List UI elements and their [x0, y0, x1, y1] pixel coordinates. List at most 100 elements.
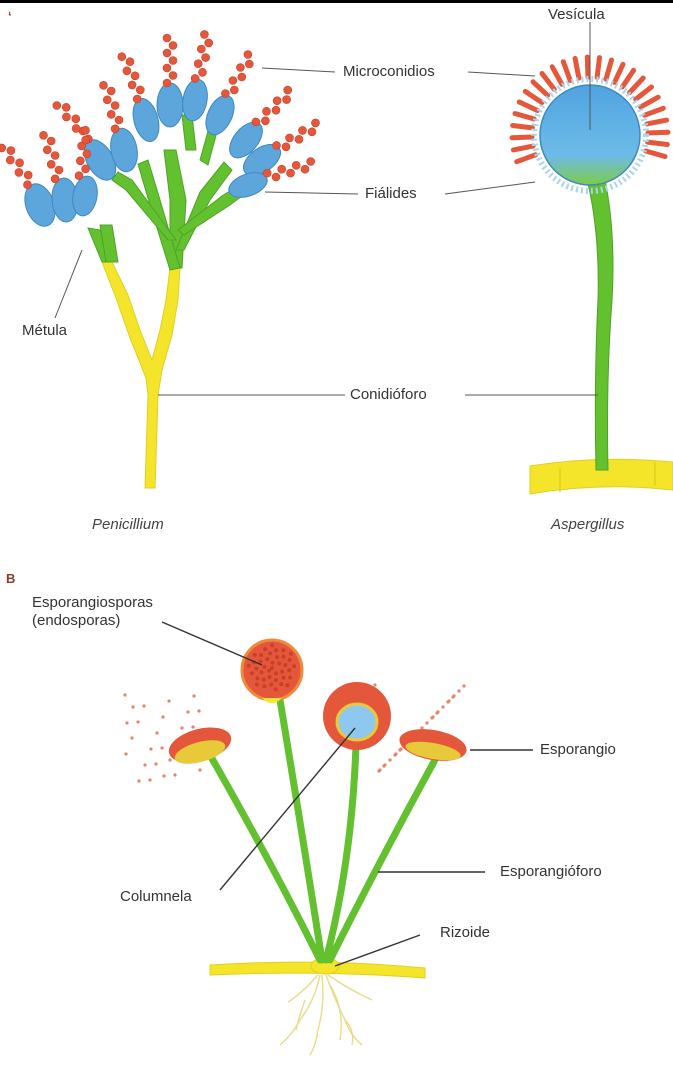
- endospore: [274, 648, 278, 652]
- microconidium: [299, 126, 307, 134]
- microconidium: [82, 165, 90, 173]
- endospore: [271, 661, 275, 665]
- conidia-chain: [575, 58, 579, 78]
- floating-spore: [180, 726, 183, 729]
- endospore: [250, 671, 254, 675]
- conidia-chain: [563, 62, 570, 81]
- microconidium: [107, 87, 115, 95]
- conidia-chain: [525, 91, 542, 102]
- endospore: [287, 668, 291, 672]
- endospore: [283, 663, 287, 667]
- floating-spore: [430, 716, 433, 719]
- floating-spore: [425, 721, 428, 724]
- microconidium: [123, 67, 131, 75]
- microconidium: [111, 125, 119, 133]
- microconidium: [16, 159, 24, 167]
- endospore: [259, 659, 263, 663]
- label-metula: Métula: [22, 322, 67, 340]
- rhizoids: [280, 975, 372, 1055]
- endospore: [281, 655, 285, 659]
- microconidium: [126, 58, 134, 66]
- label-conidioforo: Conidióforo: [350, 386, 427, 404]
- floating-spore: [462, 684, 465, 687]
- microconidium: [169, 42, 177, 50]
- floating-spore: [377, 769, 380, 772]
- conidia-chain: [647, 120, 667, 124]
- floating-spore: [125, 721, 128, 724]
- microconidium: [163, 64, 171, 72]
- microconidium: [107, 110, 115, 118]
- conidia-chain: [513, 146, 533, 150]
- microconidium: [236, 64, 244, 72]
- conidia-chain: [533, 82, 548, 96]
- floating-spore: [192, 694, 195, 697]
- floating-spore: [137, 779, 140, 782]
- microconidium: [6, 156, 14, 164]
- endospore: [288, 676, 292, 680]
- label-aspergillus: Aspergillus: [551, 516, 624, 534]
- floating-spore: [393, 753, 396, 756]
- label-fialides: Fiálides: [365, 185, 417, 203]
- floating-spore: [451, 695, 454, 698]
- microconidium: [163, 34, 171, 42]
- microconidium: [292, 161, 300, 169]
- floating-spore: [441, 705, 444, 708]
- microconidium: [261, 117, 269, 125]
- endospore: [268, 651, 272, 655]
- microconidium: [252, 118, 260, 126]
- sporangium-left: [165, 721, 235, 768]
- sporangium-right: [397, 724, 469, 765]
- endospore: [277, 661, 281, 665]
- floating-spore: [131, 705, 134, 708]
- microconidium: [263, 169, 271, 177]
- floating-spore: [173, 773, 176, 776]
- microconidium: [62, 113, 70, 121]
- microconidium: [272, 173, 280, 181]
- microconidium: [301, 165, 309, 173]
- floating-spore: [161, 715, 164, 718]
- microconidium: [100, 81, 108, 89]
- microconidium: [163, 49, 171, 57]
- microconidium: [191, 74, 199, 82]
- microconidium: [245, 60, 253, 68]
- microconidium: [76, 157, 84, 165]
- microconidium: [82, 136, 90, 144]
- microconidium: [284, 86, 292, 94]
- microconidium: [133, 95, 141, 103]
- endospore: [262, 678, 266, 682]
- conidia-chain: [552, 67, 562, 85]
- microconidium: [238, 73, 246, 81]
- microconidium: [24, 171, 32, 179]
- conidia-chain: [513, 126, 533, 128]
- floating-spore: [148, 778, 151, 781]
- conidia-chain: [648, 132, 668, 133]
- microconidium: [47, 160, 55, 168]
- endospore: [279, 682, 283, 686]
- conidia-chain: [519, 102, 537, 111]
- floating-spore: [160, 746, 163, 749]
- microconidium: [197, 45, 205, 53]
- floating-spore: [143, 763, 146, 766]
- floating-spore: [457, 689, 460, 692]
- microconidium: [24, 181, 32, 189]
- microconidium: [131, 72, 139, 80]
- floating-spore: [136, 720, 139, 723]
- microconidium: [43, 146, 51, 154]
- conidia-chain: [615, 64, 624, 82]
- conidia-chain: [622, 70, 633, 87]
- floating-spore: [130, 736, 133, 739]
- penicillium-conidiophore: [102, 262, 180, 488]
- microconidium: [263, 107, 271, 115]
- conidia-chain: [646, 151, 665, 157]
- conidia-chain: [512, 137, 532, 138]
- floating-spore: [168, 758, 171, 761]
- endospore: [275, 655, 279, 659]
- microconidium: [51, 175, 59, 183]
- microconidium: [200, 30, 208, 38]
- endospore: [282, 676, 286, 680]
- microconidium: [295, 135, 303, 143]
- microconidium: [286, 134, 294, 142]
- endospore: [289, 652, 293, 656]
- microconidium: [273, 141, 281, 149]
